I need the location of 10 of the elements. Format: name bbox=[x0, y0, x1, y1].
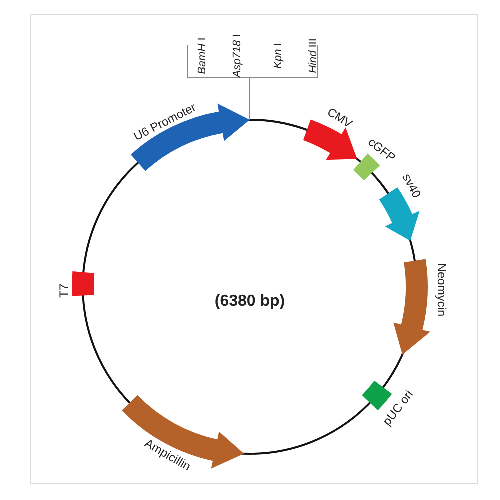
feature-label: T7 bbox=[58, 284, 70, 298]
restriction-site-label: Hind III bbox=[308, 38, 320, 74]
feature-label: sv40 bbox=[400, 172, 424, 200]
restriction-site-label: Asp718 I bbox=[232, 34, 244, 78]
plasmid-size: (6380 bp) bbox=[214, 292, 286, 312]
feature-label: cGFP bbox=[366, 136, 398, 164]
restriction-site-label: BamH I bbox=[196, 38, 208, 74]
restriction-site-label: Kpn I bbox=[272, 43, 284, 69]
feature-label: Neomycin bbox=[436, 263, 448, 317]
feature-label: CMV bbox=[326, 106, 354, 130]
